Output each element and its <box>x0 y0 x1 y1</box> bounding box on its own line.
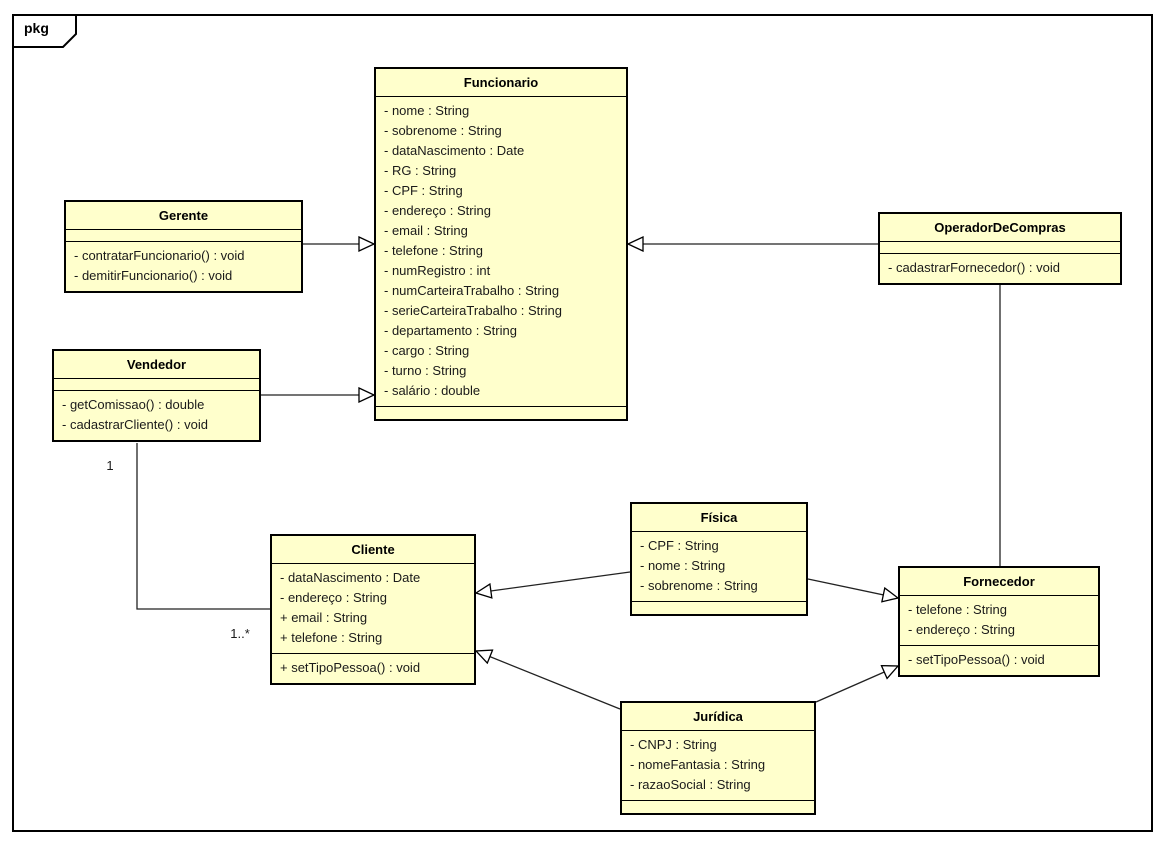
class-vendedor-methods: - getComissao() : double - cadastrarClie… <box>54 391 259 440</box>
class-operadordecompras-attributes-empty <box>880 242 1120 254</box>
class-vendedor-attributes-empty <box>54 379 259 391</box>
method: + setTipoPessoa() : void <box>280 660 421 675</box>
class-fornecedor-title: Fornecedor <box>900 568 1098 596</box>
method: - setTipoPessoa() : void <box>908 652 1045 667</box>
class-cliente-methods: + setTipoPessoa() : void <box>272 654 474 683</box>
attribute: - sobrenome : String <box>640 578 758 593</box>
class-juridica-attributes: - CNPJ : String - nomeFantasia : String … <box>622 731 814 801</box>
class-gerente-title: Gerente <box>66 202 301 230</box>
class-fisica: Física - CPF : String - nome : String - … <box>630 502 808 616</box>
attribute: - sobrenome : String <box>384 123 502 138</box>
package-tab-shape <box>12 14 77 48</box>
class-funcionario-methods-empty <box>376 407 626 419</box>
class-gerente: Gerente - contratarFuncionario() : void … <box>64 200 303 293</box>
attribute: - telefone : String <box>908 602 1007 617</box>
attribute: - departamento : String <box>384 323 517 338</box>
class-juridica-title: Jurídica <box>622 703 814 731</box>
class-vendedor-title: Vendedor <box>54 351 259 379</box>
attribute: - RG : String <box>384 163 457 178</box>
package-tab-label: pkg <box>24 20 49 36</box>
attribute: - endereço : String <box>280 590 387 605</box>
attribute: - salário : double <box>384 383 481 398</box>
attribute: - numRegistro : int <box>384 263 491 278</box>
attribute: - serieCarteiraTrabalho : String <box>384 303 562 318</box>
class-cliente: Cliente - dataNascimento : Date - endere… <box>270 534 476 685</box>
attribute: - cargo : String <box>384 343 470 358</box>
class-vendedor: Vendedor - getComissao() : double - cada… <box>52 349 261 442</box>
class-fisica-title: Física <box>632 504 806 532</box>
method: - getComissao() : double <box>62 397 205 412</box>
class-gerente-methods: - contratarFuncionario() : void - demiti… <box>66 242 301 291</box>
attribute: - dataNascimento : Date <box>384 143 525 158</box>
attribute: - nomeFantasia : String <box>630 757 766 772</box>
attribute: + email : String <box>280 610 368 625</box>
class-funcionario-attributes: - nome : String - sobrenome : String - d… <box>376 97 626 407</box>
class-juridica: Jurídica - CNPJ : String - nomeFantasia … <box>620 701 816 815</box>
attribute: + telefone : String <box>280 630 383 645</box>
attribute: - dataNascimento : Date <box>280 570 421 585</box>
attribute: - razaoSocial : String <box>630 777 751 792</box>
attribute: - CPF : String <box>384 183 463 198</box>
class-operadordecompras-methods: - cadastrarFornecedor() : void <box>880 254 1120 283</box>
class-gerente-attributes-empty <box>66 230 301 242</box>
class-operadordecompras-title: OperadorDeCompras <box>880 214 1120 242</box>
package-tab <box>12 14 77 48</box>
class-cliente-attributes: - dataNascimento : Date - endereço : Str… <box>272 564 474 654</box>
attribute: - turno : String <box>384 363 467 378</box>
class-funcionario: Funcionario - nome : String - sobrenome … <box>374 67 628 421</box>
attribute: - nome : String <box>640 558 726 573</box>
class-fornecedor: Fornecedor - telefone : String - endereç… <box>898 566 1100 677</box>
attribute: - CNPJ : String <box>630 737 717 752</box>
class-fornecedor-attributes: - telefone : String - endereço : String <box>900 596 1098 646</box>
class-cliente-title: Cliente <box>272 536 474 564</box>
method: - demitirFuncionario() : void <box>74 268 233 283</box>
method: - contratarFuncionario() : void <box>74 248 245 263</box>
multiplicity-vendedor-end: 1 <box>106 458 114 473</box>
attribute: - nome : String <box>384 103 470 118</box>
multiplicity-cliente-end: 1..* <box>230 626 250 641</box>
method: - cadastrarFornecedor() : void <box>888 260 1060 275</box>
class-fornecedor-methods: - setTipoPessoa() : void <box>900 646 1098 675</box>
class-juridica-methods-empty <box>622 801 814 813</box>
method: - cadastrarCliente() : void <box>62 417 208 432</box>
class-operadordecompras: OperadorDeCompras - cadastrarFornecedor(… <box>878 212 1122 285</box>
attribute: - CPF : String <box>640 538 719 553</box>
attribute: - endereço : String <box>908 622 1015 637</box>
attribute: - email : String <box>384 223 468 238</box>
attribute: - numCarteiraTrabalho : String <box>384 283 560 298</box>
class-funcionario-title: Funcionario <box>376 69 626 97</box>
class-fisica-methods-empty <box>632 602 806 614</box>
class-fisica-attributes: - CPF : String - nome : String - sobreno… <box>632 532 806 602</box>
attribute: - endereço : String <box>384 203 491 218</box>
attribute: - telefone : String <box>384 243 483 258</box>
